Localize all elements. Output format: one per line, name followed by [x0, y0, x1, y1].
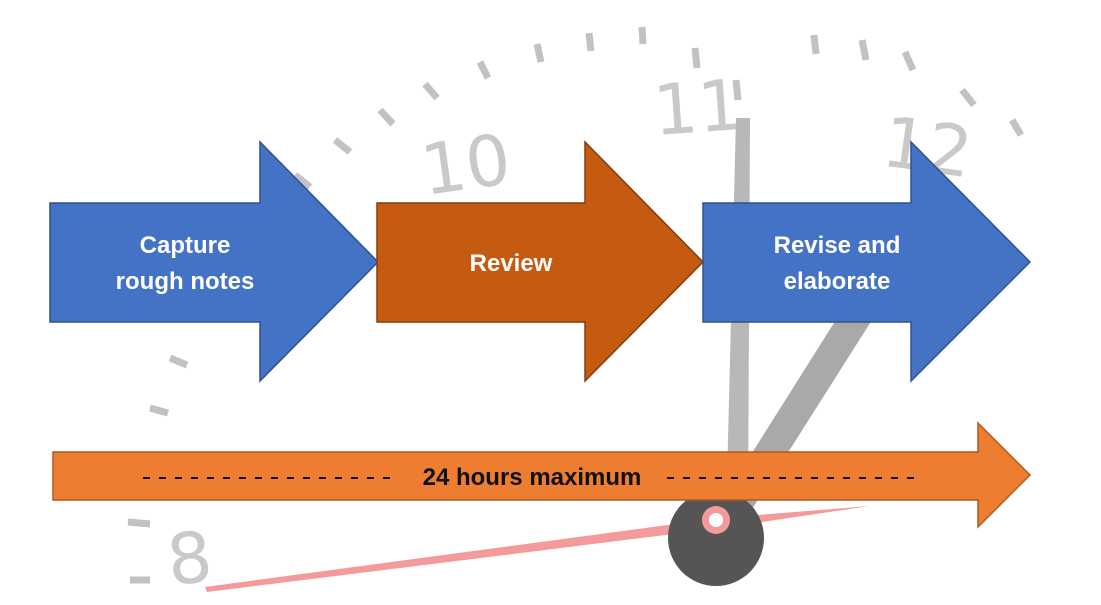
hand-hub	[668, 490, 764, 586]
process-steps: Capture rough notes Review Revise and el…	[49, 140, 1032, 383]
step-label-line: rough notes	[116, 268, 255, 295]
step-label-line: Review	[470, 250, 553, 277]
step-label-line: Revise and	[774, 232, 901, 259]
step-arrow	[376, 140, 705, 383]
step-capture-rough-notes: Capture rough notes	[49, 140, 380, 383]
clock-tick-marks	[127, 26, 1025, 584]
timeline: 24 hours maximum	[52, 421, 1032, 529]
timeline-arrow	[52, 421, 1032, 529]
step-revise-and-elaborate: Revise and elaborate	[702, 140, 1032, 383]
step-label-line: elaborate	[784, 268, 891, 295]
step-label-line: Capture	[140, 232, 231, 259]
step-review: Review	[376, 140, 705, 383]
clock-hands	[205, 118, 905, 592]
hand-hub-center	[709, 513, 723, 527]
clock-numeral-11: 11	[650, 64, 745, 152]
step-arrow	[702, 140, 1032, 383]
timeline-label: 24 hours maximum	[423, 464, 642, 491]
step-arrow	[49, 140, 380, 383]
second-hand	[205, 506, 870, 592]
clock-numeral-10: 10	[416, 118, 516, 212]
